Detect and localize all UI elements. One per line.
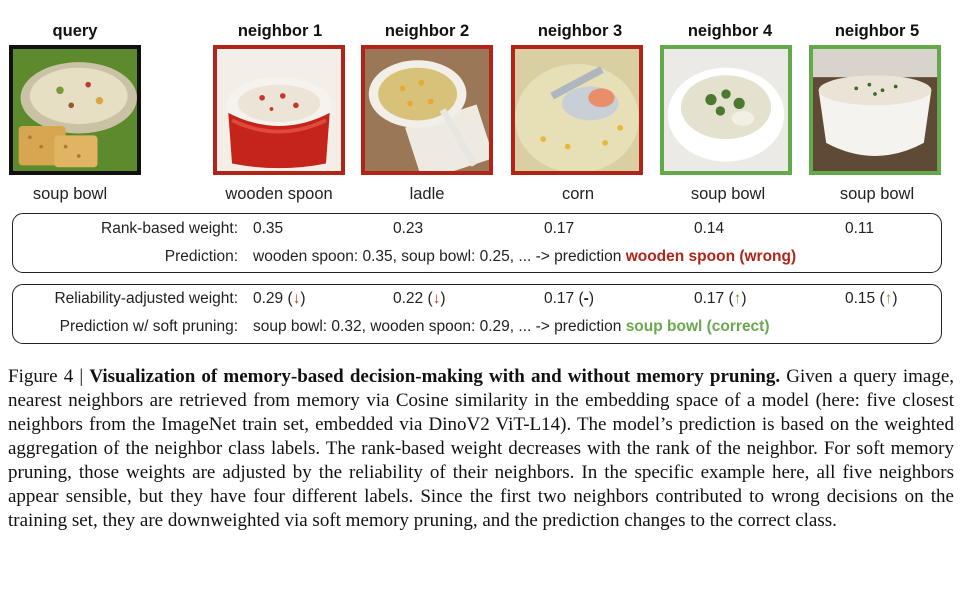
weight-value: 0.29 bbox=[253, 290, 284, 307]
rank-weight-label: Rank-based weight: bbox=[101, 220, 238, 237]
column-header-neighbor-2: neighbor 2 bbox=[384, 22, 470, 40]
caption-prefix: Figure 4 | bbox=[8, 366, 90, 387]
query-soup-image bbox=[9, 45, 141, 175]
neighbor-4-image bbox=[660, 45, 792, 175]
neighbor-2-image bbox=[361, 45, 493, 175]
caption-body: Given a query image, nearest neighbors a… bbox=[8, 366, 955, 531]
rank-weight-3: 0.17 bbox=[544, 220, 575, 237]
paren-close: ) bbox=[741, 290, 747, 307]
column-header-neighbor-5: neighbor 5 bbox=[834, 22, 920, 40]
arrow-down-icon: ↓ bbox=[432, 290, 441, 307]
column-header-query: query bbox=[52, 22, 98, 40]
reliability-weight-4: 0.17 (↑) bbox=[694, 290, 747, 308]
reliability-weight-5: 0.15 (↑) bbox=[845, 290, 898, 308]
paren-open: ( bbox=[724, 290, 734, 307]
column-header-neighbor-1: neighbor 1 bbox=[237, 22, 323, 40]
figure-caption: Figure 4 | Visualization of memory-based… bbox=[8, 365, 954, 533]
rank-prediction-result: wooden spoon (wrong) bbox=[625, 248, 797, 265]
weight-value: 0.17 bbox=[694, 290, 725, 307]
paren-close: ) bbox=[588, 290, 594, 307]
weight-value: 0.17 bbox=[544, 290, 575, 307]
neighbor-1-label: wooden spoon bbox=[225, 185, 333, 203]
reliability-weight-2: 0.22 (↓) bbox=[393, 290, 446, 308]
rank-weight-5: 0.11 bbox=[845, 220, 875, 237]
reliability-prediction-text: soup bowl: 0.32, wooden spoon: 0.29, ...… bbox=[253, 318, 622, 335]
reliability-weight-3: 0.17 (-) bbox=[544, 290, 594, 308]
arrow-up-icon: ↑ bbox=[733, 290, 742, 307]
paren-close: ) bbox=[892, 290, 898, 307]
neighbor-3-image bbox=[511, 45, 643, 175]
column-header-neighbor-4: neighbor 4 bbox=[687, 22, 773, 40]
neighbor-3-label: corn bbox=[561, 185, 595, 203]
rank-prediction: wooden spoon: 0.35, soup bowl: 0.25, ...… bbox=[253, 248, 796, 266]
reliability-panel: Reliability-adjusted weight: 0.29 (↓) 0.… bbox=[12, 284, 942, 344]
rank-prediction-text: wooden spoon: 0.35, soup bowl: 0.25, ...… bbox=[253, 248, 622, 265]
rank-weight-2: 0.23 bbox=[393, 220, 424, 237]
neighbor-1-image bbox=[213, 45, 345, 175]
query-label: soup bowl bbox=[32, 185, 108, 203]
rank-based-panel: Rank-based weight: 0.35 0.23 0.17 0.14 0… bbox=[12, 213, 942, 273]
caption-title: Visualization of memory-based decision-m… bbox=[89, 366, 781, 387]
paren-open: ( bbox=[875, 290, 885, 307]
weight-value: 0.15 bbox=[845, 290, 876, 307]
column-header-neighbor-3: neighbor 3 bbox=[537, 22, 623, 40]
dash-icon: - bbox=[583, 290, 589, 307]
paren-close: ) bbox=[440, 290, 446, 307]
neighbor-5-image bbox=[809, 45, 941, 175]
rank-weight-1: 0.35 bbox=[253, 220, 284, 237]
paren-open: ( bbox=[423, 290, 433, 307]
paren-open: ( bbox=[283, 290, 293, 307]
reliability-prediction: soup bowl: 0.32, wooden spoon: 0.29, ...… bbox=[253, 318, 770, 336]
paren-close: ) bbox=[300, 290, 306, 307]
reliability-weight-label: Reliability-adjusted weight: bbox=[54, 290, 238, 307]
arrow-up-icon: ↑ bbox=[884, 290, 893, 307]
reliability-prediction-label: Prediction w/ soft pruning: bbox=[59, 318, 238, 335]
reliability-weight-1: 0.29 (↓) bbox=[253, 290, 306, 308]
rank-weight-4: 0.14 bbox=[694, 220, 725, 237]
rank-prediction-label: Prediction: bbox=[164, 248, 238, 265]
arrow-down-icon: ↓ bbox=[292, 290, 301, 307]
weight-value: 0.22 bbox=[393, 290, 424, 307]
neighbor-5-label: soup bowl bbox=[839, 185, 915, 203]
paren-open: ( bbox=[574, 290, 584, 307]
reliability-prediction-result: soup bowl (correct) bbox=[625, 318, 770, 335]
neighbor-2-label: ladle bbox=[409, 185, 445, 203]
neighbor-4-label: soup bowl bbox=[690, 185, 766, 203]
